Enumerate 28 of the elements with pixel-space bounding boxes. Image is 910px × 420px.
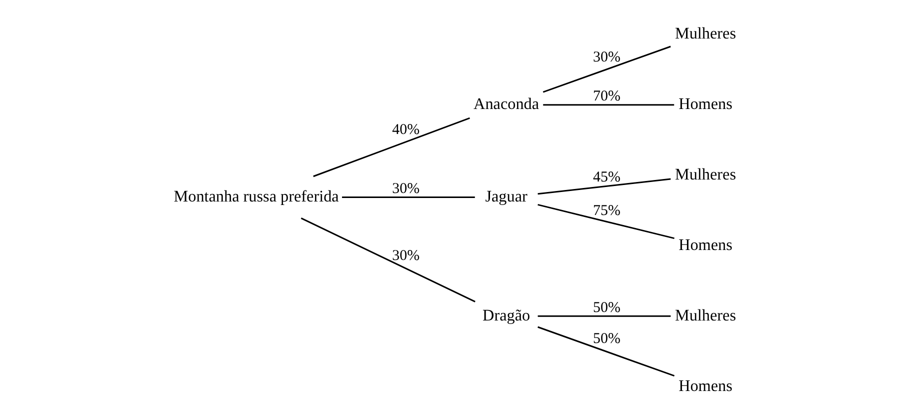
node-text: Homens: [678, 236, 732, 254]
edge-label: 70%: [592, 88, 620, 104]
node-text: Jaguar: [484, 188, 527, 205]
connector: [312, 116, 470, 177]
connector: [537, 326, 674, 376]
connector: [300, 217, 475, 302]
node-text: Anaconda: [473, 96, 539, 113]
connector: [537, 178, 670, 194]
edge-label: 30%: [392, 248, 420, 264]
edge-label: 50%: [592, 300, 620, 316]
edge-label: 30%: [392, 180, 420, 197]
connector: [542, 104, 674, 106]
node-text: Mulheres: [674, 306, 736, 324]
node-text: Homens: [678, 96, 732, 113]
edge-label: 75%: [592, 202, 620, 219]
connector: [542, 45, 670, 92]
edge-label: 50%: [592, 330, 620, 347]
node-text: Montanha russa preferida: [173, 188, 338, 205]
edge-label: 30%: [592, 48, 620, 65]
connector: [537, 314, 670, 316]
node-text: Mulheres: [674, 166, 736, 184]
connector: [537, 203, 674, 239]
node-text: Dragão: [482, 306, 530, 324]
node-text: Mulheres: [674, 25, 736, 42]
edge-label: 45%: [592, 169, 620, 186]
edge-label: 40%: [392, 122, 420, 138]
node-text: Homens: [678, 377, 732, 394]
connector: [342, 196, 474, 198]
